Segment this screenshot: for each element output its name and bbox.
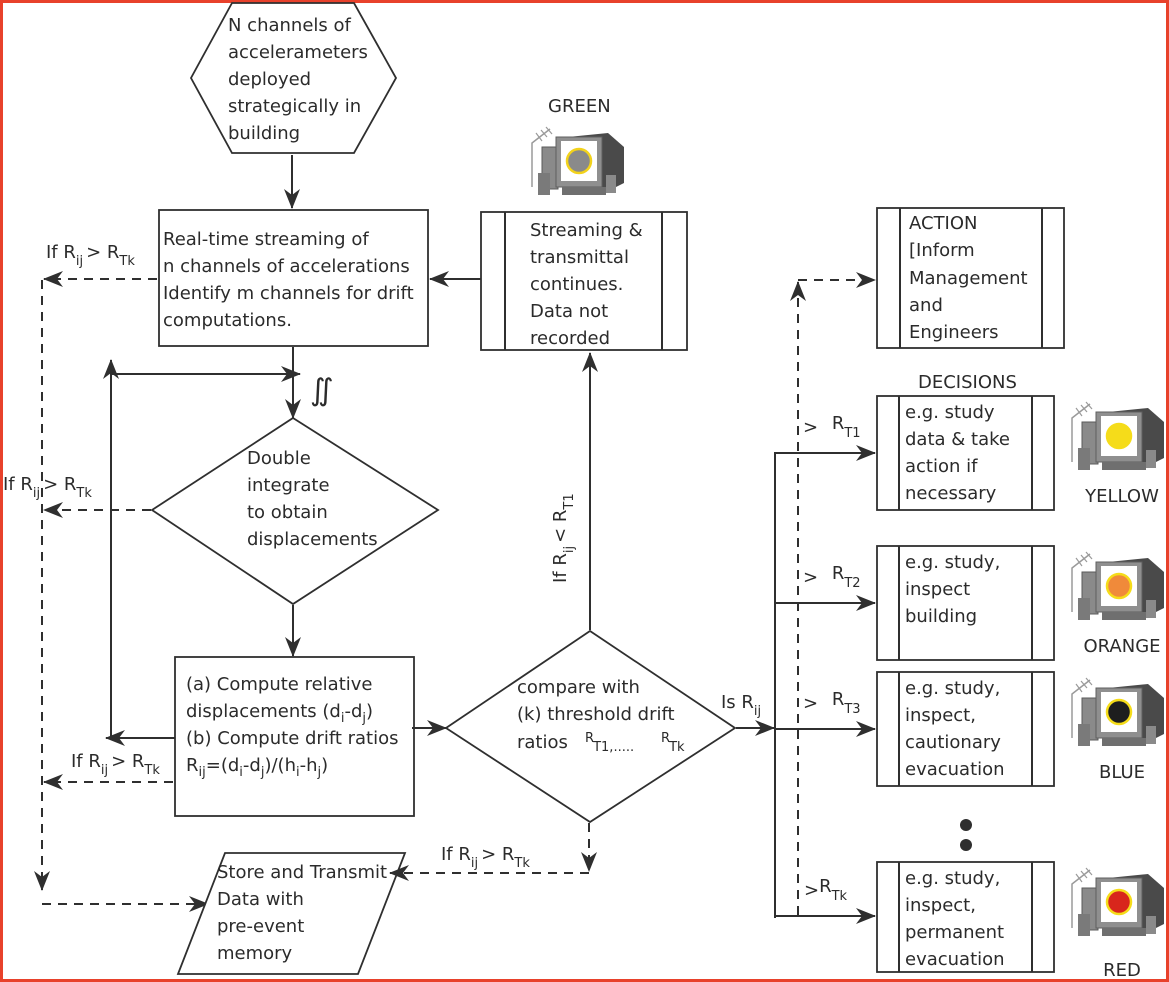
status-label: YELLOW [1084,486,1159,507]
decision-text: e.g. study, [905,678,1000,699]
decisions-list: e.g. study data & take action if necessary >… [775,395,1164,981]
decision-text: cautionary [905,732,1001,753]
green-box-text: Streaming & transmittal continues. Data … [530,220,648,349]
cond-compare-store: If Rij> RTk [441,844,530,871]
decision-item: e.g. study, inspect, cautionary evacuation >… [775,671,1164,787]
cond-compare-green: If Rij< RT1 [550,493,577,583]
decision-text: inspect, [905,895,976,916]
decision-text: e.g. study, [905,868,1000,889]
is-rij-label: Is Rij [721,692,761,719]
decision-text: inspect, [905,705,976,726]
store-text: Store and Transmit Data with pre-event m… [217,862,393,964]
compute-node: (a) Compute relative displacements (di-d… [174,656,415,817]
decision-text: action if [905,456,978,477]
integrate-node: Double integrate to obtain displacements [150,416,440,606]
decision-text: building [905,606,977,627]
monitor-yellow-icon [1071,401,1164,470]
decision-text: data & take [905,429,1010,450]
ellipsis-dot [960,839,972,851]
status-label: RED [1103,960,1141,981]
decisions-heading: DECISIONS [918,372,1017,393]
decision-text: evacuation [905,759,1005,780]
decision-box: e.g. study, inspect building [876,545,1055,661]
threshold-label: > RT2 [803,563,861,591]
decision-text: permanent [905,922,1004,943]
action-node: ACTION [Inform Management and Engineers [876,207,1065,349]
status-label: BLUE [1099,762,1145,783]
double-integral-symbol: ∬ [310,373,334,408]
cond-compute: If Rij> RTk [71,751,160,778]
decision-box: e.g. study, inspect, permanent evacuation [876,861,1055,973]
ellipsis-dot [960,819,972,831]
monitor-orange-icon [1071,551,1164,620]
compare-text: compare with (k) threshold drift ratios … [517,677,685,756]
decision-text: inspect [905,579,970,600]
status-label: ORANGE [1083,636,1160,657]
sensors-node: N channels of accelerameters deployed st… [189,2,398,154]
sensors-text: N channels of accelerameters deployed st… [228,15,374,144]
decision-item: e.g. study data & take action if necessary >… [775,395,1164,511]
store-node: Store and Transmit Data with pre-event m… [176,852,407,975]
threshold-label: > RT1 [803,413,861,441]
decision-text: e.g. study, [905,552,1000,573]
threshold-label: > RT3 [803,689,861,717]
cond-integrate: If Rij> RTk [3,474,92,501]
streaming-text: Real-time streaming of n channels of acc… [163,229,419,331]
green-streaming-node: Streaming & transmittal continues. Data … [480,211,688,351]
integrate-text: Double integrate to obtain displacements [247,448,378,550]
decision-text: e.g. study [905,402,995,423]
cond-streaming: If Rij> RTk [46,242,135,269]
decision-text: necessary [905,483,997,504]
compare-node: compare with (k) threshold drift ratios … [444,629,737,824]
streaming-node: Real-time streaming of n channels of acc… [158,209,429,347]
action-text: ACTION [Inform Management and Engineers [909,213,1033,343]
monitor-blue-icon [1071,677,1164,746]
compute-text: (a) Compute relative displacements (di-d… [186,674,404,780]
decision-box: e.g. study, inspect, cautionary evacuation [876,671,1055,787]
decision-box: e.g. study data & take action if necessary [876,395,1055,511]
feedback-loop-line [110,377,175,739]
monitor-red-icon [1071,867,1164,936]
status-label-green: GREEN [548,96,611,117]
decision-text: evacuation [905,949,1005,970]
decision-item: e.g. study, inspect, permanent evacuation >R… [775,861,1164,981]
threshold-label: >RTk [804,876,848,904]
monitor-green-icon [531,126,624,195]
